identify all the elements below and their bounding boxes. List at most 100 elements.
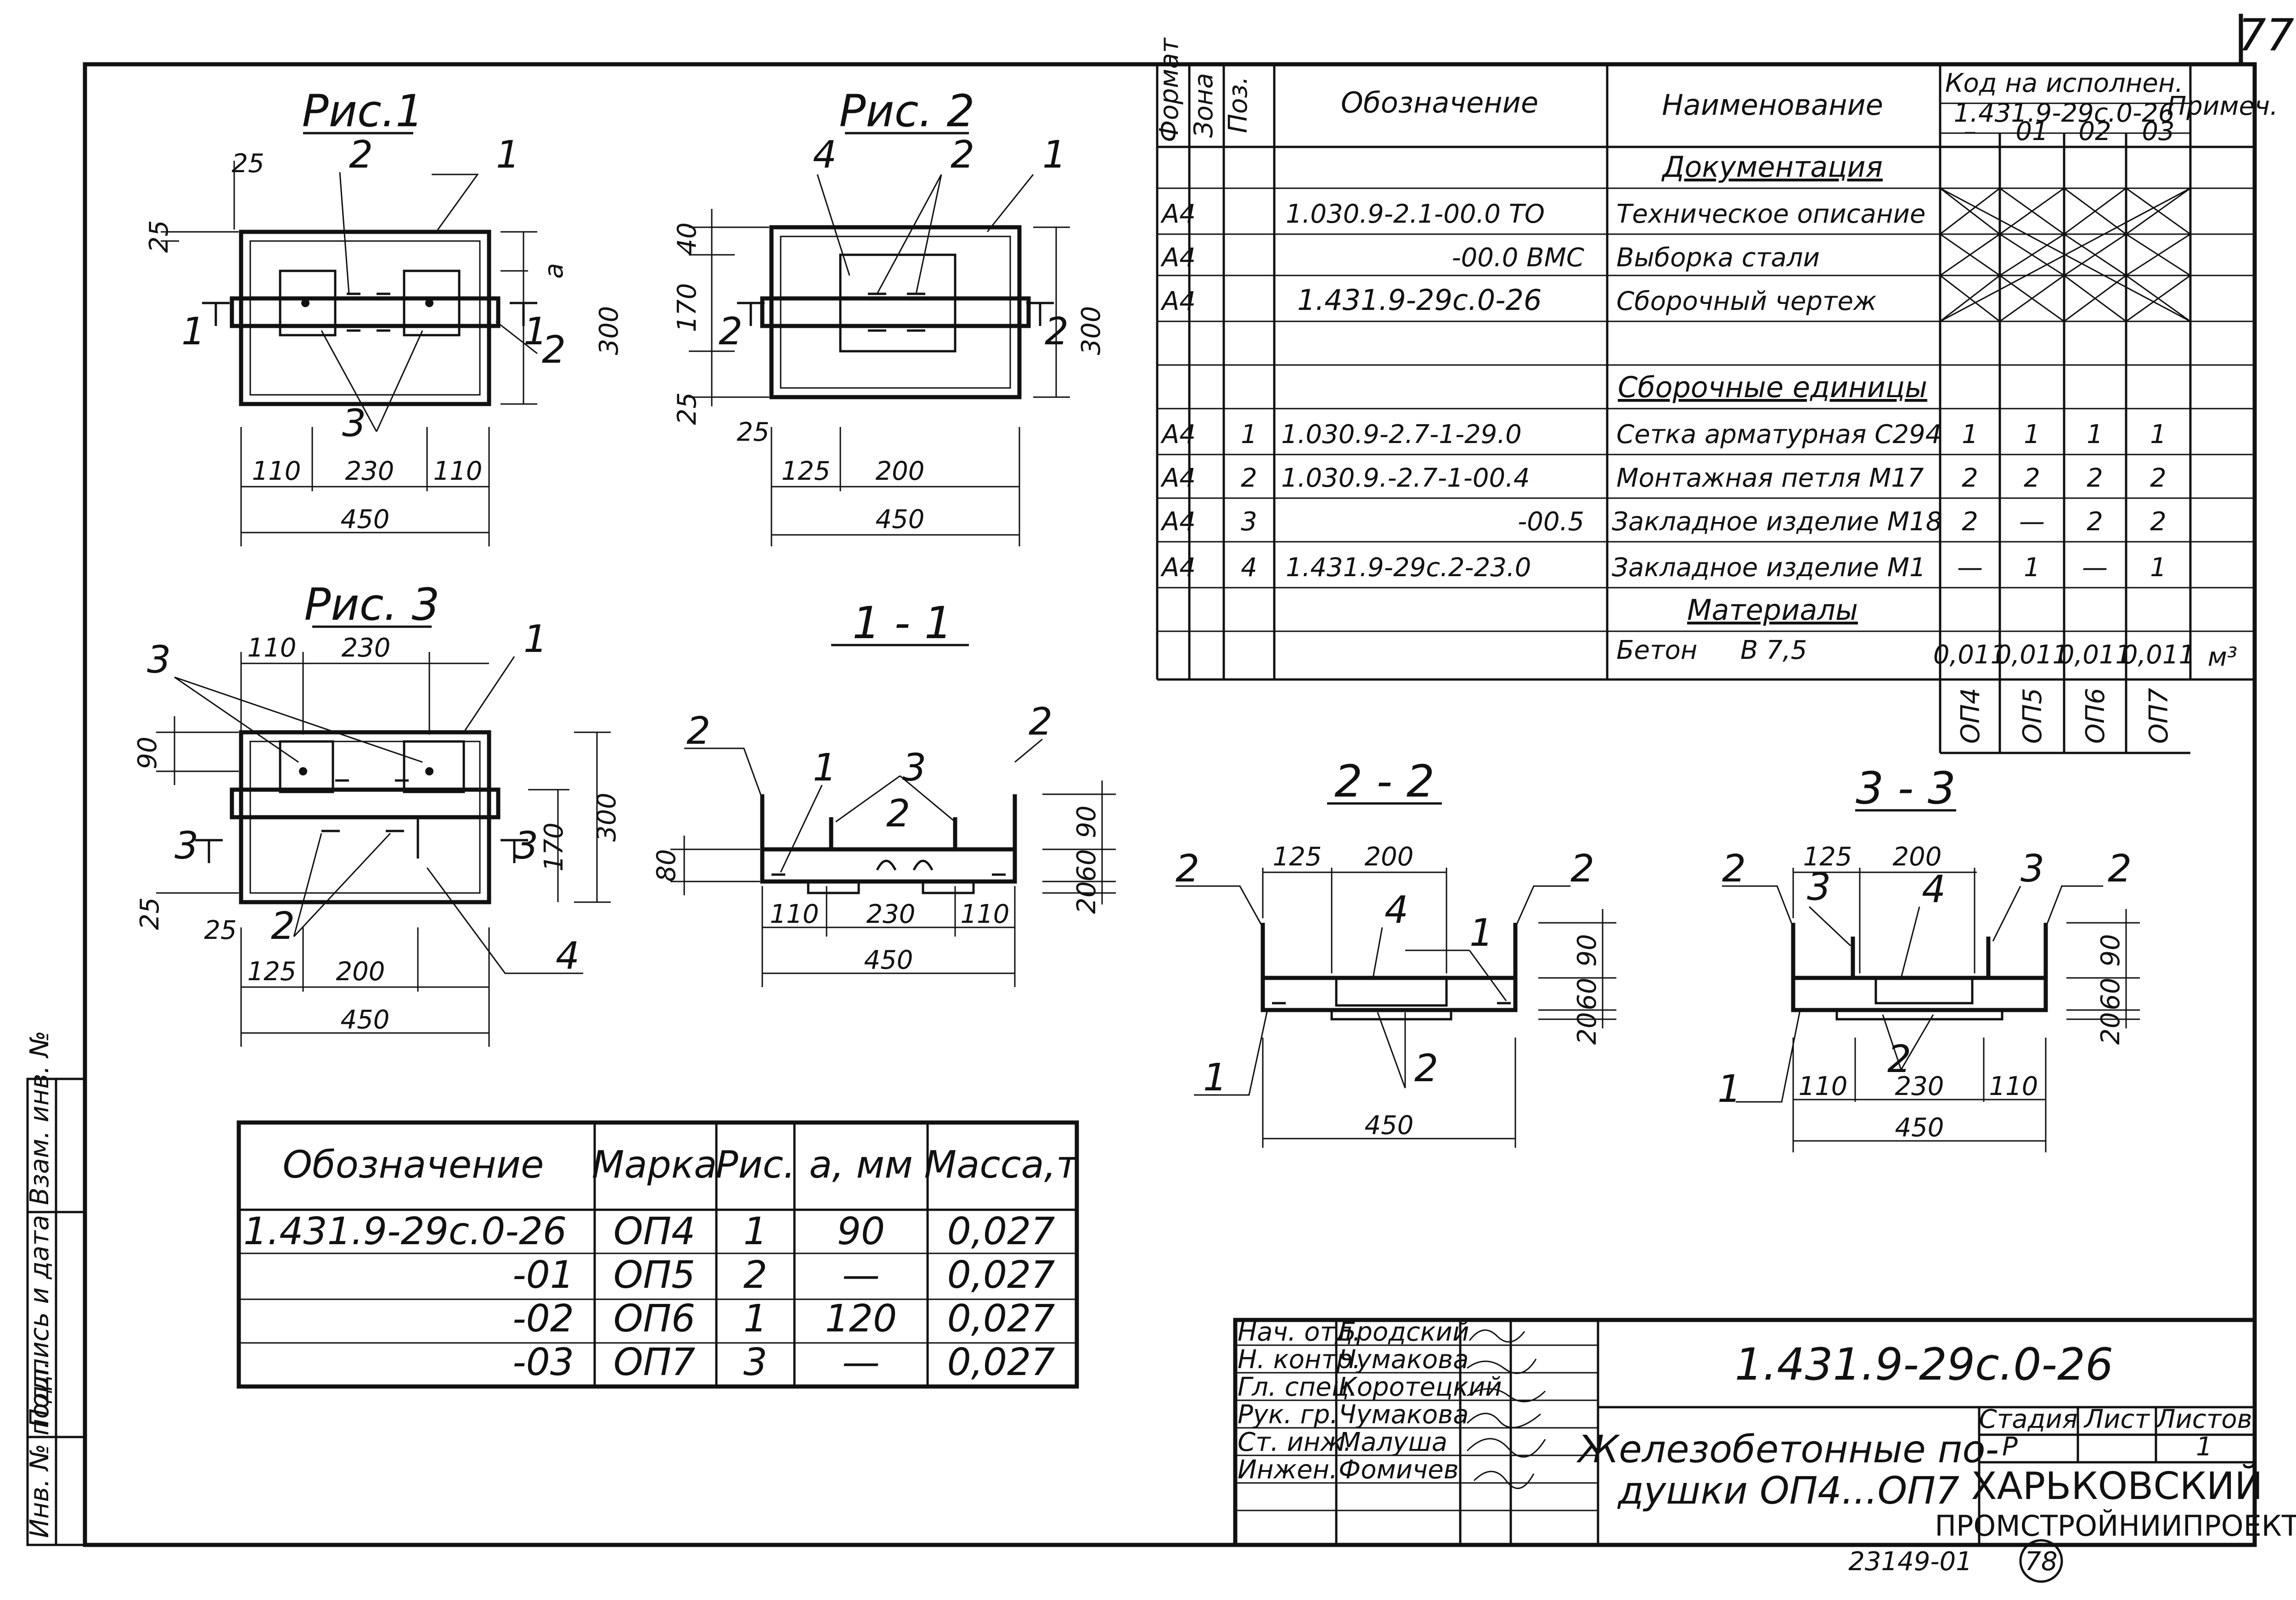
fig3-callout-1: 1 <box>523 618 547 661</box>
sec22-dim-90: 90 <box>1572 934 1602 966</box>
marks-cell: 0,027 <box>947 1210 1055 1253</box>
staff-role: Инжен. <box>1238 1455 1338 1485</box>
title-doc-code: 1.431.9-29с.0-26 <box>1735 1339 2113 1390</box>
fig1-dim-25a: 25 <box>231 149 264 179</box>
spec-unit-q: 1 <box>2024 553 2040 583</box>
spec-mark: ОП5 <box>2018 688 2048 744</box>
side-stamp-podpis: Подпись и дата <box>25 1215 55 1428</box>
page-number-bottom: 78 <box>2025 1547 2057 1577</box>
staff-name: Чумакова <box>1339 1400 1469 1430</box>
fig1-dim-110b: 110 <box>433 456 483 486</box>
staff-name: Фомичев <box>1339 1455 1459 1485</box>
sec22-dim-200: 200 <box>1365 842 1414 872</box>
fig2-title: Рис. 2 <box>839 85 974 137</box>
spec-doc-row-designation: 1.431.9-29с.0-26 <box>1297 283 1542 317</box>
side-stamp-vzam: Взам. инв. № <box>25 1031 55 1205</box>
spec-header-zone: Зона <box>1189 73 1219 138</box>
marks-row: -03 ОП7 3 — 0,027 <box>512 1341 1055 1384</box>
side-stamp-inv-podl: Инв. № подл. <box>25 1361 55 1538</box>
spec-unit-designation: 1.030.9.-2.7-1-00.4 <box>1281 463 1530 493</box>
fig1-callout-2b: 2 <box>542 328 566 372</box>
spec-doc-row-format: А4 <box>1160 199 1196 229</box>
title-sheets-label: Листов <box>2155 1404 2252 1434</box>
sec22-dim-125: 125 <box>1273 842 1322 872</box>
sec11-dim-110b: 110 <box>961 899 1010 929</box>
spec-unit-designation: 1.431.9-29с.2-23.0 <box>1286 553 1531 583</box>
spec-unit-q: 1 <box>2150 553 2167 583</box>
spec-unit-row: А4 3 -00.5 Закладное изделие М18 2 — 2 2 <box>1160 507 2167 537</box>
fig2-dim-25b: 25 <box>737 417 769 447</box>
sec22-callout-2b: 2 <box>1570 847 1594 891</box>
fig3-dim-25b: 25 <box>204 915 236 945</box>
spec-section-docs: Документация <box>1661 150 1883 184</box>
sec11-dim-230: 230 <box>867 899 916 929</box>
sec33-callout-2a: 2 <box>1722 847 1746 891</box>
fig3-callout-2: 2 <box>271 904 295 948</box>
spec-unit-row: А4 2 1.030.9.-2.7-1-00.4 Монтажная петля… <box>1160 463 2167 493</box>
fig2-dim-125: 125 <box>782 456 831 486</box>
sec22-callout-2c: 2 <box>1414 1047 1438 1090</box>
marks-cell: ОП5 <box>613 1253 695 1297</box>
spec-material-unit: м³ <box>2208 642 2238 672</box>
fig1-dim-230: 230 <box>345 456 394 486</box>
spec-unit-name: Монтажная петля М17 <box>1616 463 1924 493</box>
sec11-callout-3: 3 <box>902 746 926 790</box>
fig3-dim-25a: 25 <box>135 897 165 930</box>
spec-unit-designation: -00.5 <box>1518 507 1584 537</box>
signatures <box>1466 1329 1546 1489</box>
marks-cell: 1 <box>743 1297 767 1341</box>
spec-mark: ОП4 <box>1956 688 1986 744</box>
sec22-dim-20: 20 <box>1572 1012 1602 1044</box>
staff-name: Чумакова <box>1339 1345 1469 1375</box>
marks-cell: ОП7 <box>613 1341 695 1384</box>
spec-unit-pos: 2 <box>1241 463 1257 493</box>
section-3-3: 3 - 3 125 200 90 60 20 110 230 110 450 2… <box>1717 763 2140 1152</box>
fig2-dim-300: 300 <box>1076 306 1106 355</box>
marks-cell: 120 <box>825 1297 897 1341</box>
fig3-title: Рис. 3 <box>304 579 439 630</box>
fig2-callout-1: 1 <box>1042 133 1066 177</box>
page-number-bottom-circle <box>2019 1539 2063 1583</box>
sec11-dim-450: 450 <box>864 945 913 975</box>
sec22-dim-450: 450 <box>1365 1111 1414 1140</box>
staff-role: Гл. спец. <box>1238 1372 1357 1402</box>
spec-doc-row-designation: 1.030.9-2.1-00.0 ТО <box>1286 199 1545 229</box>
sec22-callout-2a: 2 <box>1176 847 1199 891</box>
staff-name: Бродский <box>1339 1317 1469 1347</box>
spec-mark: ОП7 <box>2144 688 2174 744</box>
figure-3: Рис. 3 110 230 90 300 170 25 25 125 200 … <box>133 579 622 1047</box>
spec-header-code-doc: 1.431.9-29с.0-26 <box>1954 98 2175 128</box>
section-2-2: 2 - 2 125 200 90 60 20 450 2 2 4 1 1 2 <box>1176 756 1616 1148</box>
marks-row: 1.431.9-29с.0-26 ОП4 1 90 0,027 <box>243 1210 1055 1253</box>
spec-unit-q: 1 <box>2024 420 2040 449</box>
sec33-dim-90: 90 <box>2096 934 2126 966</box>
spec-unit-q: 1 <box>2087 420 2103 449</box>
fig2-callout-2: 2 <box>951 133 974 177</box>
fig3-dim-230: 230 <box>342 633 391 663</box>
marks-cell: 0,027 <box>947 1341 1055 1384</box>
sheet-frame <box>83 62 2257 1547</box>
marks-table: Обозначение Марка Рис. a, мм Масса,т 1.4… <box>236 1120 1079 1389</box>
title-line2: душки ОП4...ОП7 <box>1617 1469 1959 1513</box>
sec33-callout-3a: 3 <box>1807 865 1831 909</box>
spec-unit-q: 2 <box>2087 463 2103 493</box>
sec33-callout-4: 4 <box>1922 868 1946 911</box>
marks-cell: 90 <box>837 1210 885 1253</box>
marks-cell: 3 <box>743 1341 767 1384</box>
fig2-callout-4: 4 <box>813 133 837 177</box>
marks-row: -01 ОП5 2 — 0,027 <box>512 1253 1055 1297</box>
sec33-callout-3b: 3 <box>2020 847 2044 891</box>
marks-header-designation: Обозначение <box>283 1143 544 1187</box>
marks-cell: ОП4 <box>613 1210 695 1253</box>
side-stamp: Инв. № подл. Подпись и дата Взам. инв. № <box>25 1031 86 1546</box>
marks-cell: -03 <box>512 1341 574 1384</box>
title-sheet-label: Лист <box>2083 1404 2150 1434</box>
spec-material-q: 0,011 <box>1995 640 2069 670</box>
fig1-dim-a: a <box>539 263 569 279</box>
sec11-dim-110a: 110 <box>770 899 819 929</box>
page-number-top: 77 <box>2238 10 2294 61</box>
fig3-dim-125: 125 <box>248 957 297 987</box>
sec11-dim-80: 80 <box>652 849 681 881</box>
sec22-title: 2 - 2 <box>1334 756 1435 807</box>
fig3-dim-200: 200 <box>336 957 385 987</box>
